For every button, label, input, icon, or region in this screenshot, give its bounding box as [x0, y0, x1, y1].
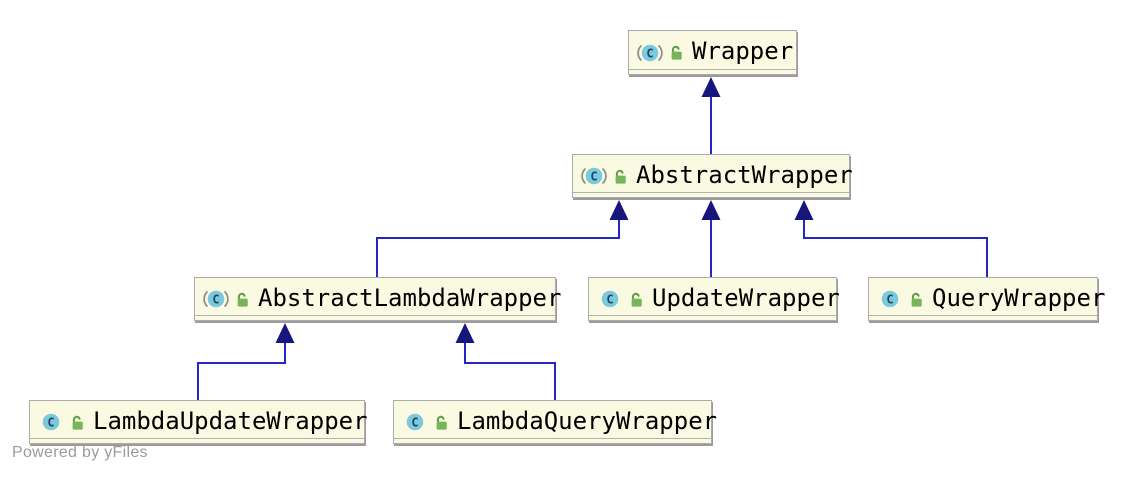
- abstract-class-icon: C: [581, 167, 607, 185]
- class-node-query-wrapper[interactable]: C QueryWrapper: [868, 277, 1105, 321]
- class-name-label: LambdaQueryWrapper: [457, 406, 718, 435]
- node-icons: C: [636, 43, 684, 63]
- extends-arrowhead-icon: [275, 323, 295, 343]
- extends-arrowhead-icon: [701, 77, 721, 97]
- node-icons: C: [596, 289, 644, 309]
- class-name-label: AbstractWrapper: [636, 160, 853, 189]
- svg-text:C: C: [411, 415, 418, 429]
- unlocked-padlock-icon: [911, 292, 922, 307]
- class-icon: C: [42, 413, 60, 431]
- edge-line: [803, 220, 988, 277]
- class-name-label: UpdateWrapper: [652, 283, 840, 312]
- yfiles-watermark: Powered by yFiles: [12, 444, 148, 461]
- inheritance-edge-lambdaupdatewrapper-extends-abstractlambdawrapper[interactable]: [197, 323, 295, 400]
- edge-line: [464, 343, 556, 400]
- svg-text:C: C: [886, 292, 893, 306]
- node-icons: C: [202, 289, 250, 309]
- unlocked-padlock-icon: [615, 169, 626, 184]
- class-name-label: QueryWrapper: [932, 283, 1106, 312]
- class-icon: C: [406, 413, 424, 431]
- extends-arrowhead-icon: [455, 323, 475, 343]
- unlocked-padlock-icon: [631, 292, 642, 307]
- unlocked-padlock-icon: [671, 45, 682, 60]
- edge-line: [197, 343, 286, 400]
- abstract-class-icon: C: [203, 290, 229, 308]
- unlocked-padlock-icon: [436, 415, 447, 430]
- svg-text:C: C: [606, 292, 613, 306]
- extends-arrowhead-icon: [701, 200, 721, 220]
- extends-arrowhead-icon: [794, 200, 814, 220]
- inheritance-edge-lambdaquerywrapper-extends-abstractlambdawrapper[interactable]: [455, 323, 556, 400]
- class-node-update-wrapper[interactable]: C UpdateWrapper: [588, 277, 840, 321]
- class-name-label: Wrapper: [692, 37, 794, 65]
- svg-text:C: C: [47, 415, 54, 429]
- unlocked-padlock-icon: [237, 292, 248, 307]
- class-node-abstract-wrapper[interactable]: C AbstractWrapper: [572, 154, 853, 198]
- class-node-wrapper[interactable]: C Wrapper: [628, 30, 797, 75]
- inheritance-edge-abstractlambdawrapper-extends-abstractwrapper[interactable]: [376, 200, 629, 277]
- svg-text:C: C: [590, 169, 597, 183]
- class-node-lambda-query-wrapper[interactable]: C LambdaQueryWrapper: [393, 400, 717, 444]
- node-icons: C: [37, 412, 85, 432]
- class-name-label: LambdaUpdateWrapper: [93, 406, 368, 435]
- inheritance-edge-abstractwrapper-extends-wrapper[interactable]: [701, 77, 721, 154]
- class-node-abstract-lambda-wrapper[interactable]: C AbstractLambdaWrapper: [194, 277, 561, 321]
- abstract-class-icon: C: [637, 44, 663, 61]
- class-icon: C: [601, 290, 619, 308]
- class-node-lambda-update-wrapper[interactable]: C LambdaUpdateWrapper: [29, 400, 368, 444]
- extends-arrowhead-icon: [609, 200, 629, 220]
- svg-text:C: C: [212, 292, 219, 306]
- svg-text:C: C: [646, 46, 653, 60]
- inheritance-edge-querywrapper-extends-abstractwrapper[interactable]: [794, 200, 988, 277]
- class-name-label: AbstractLambdaWrapper: [258, 283, 562, 312]
- edge-line: [376, 220, 620, 277]
- inheritance-edge-updatewrapper-extends-abstractwrapper[interactable]: [701, 200, 721, 277]
- node-icons: C: [401, 412, 449, 432]
- node-icons: C: [876, 289, 924, 309]
- class-icon: C: [881, 290, 899, 308]
- node-icons: C: [580, 166, 628, 186]
- unlocked-padlock-icon: [72, 415, 83, 430]
